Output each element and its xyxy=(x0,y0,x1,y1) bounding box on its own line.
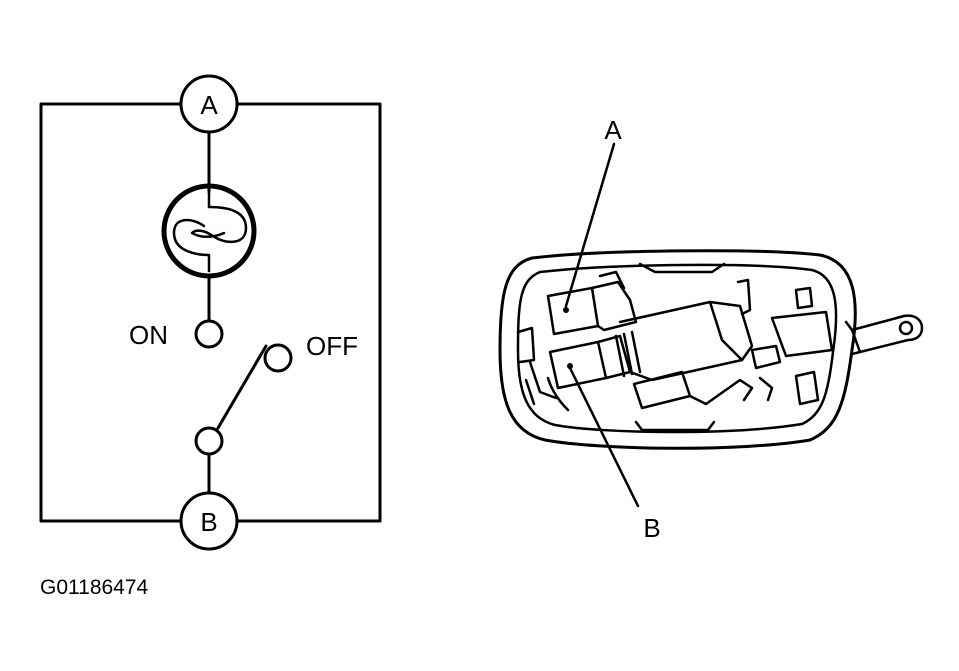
terminal-block-b xyxy=(546,334,632,412)
callout-a-leader xyxy=(564,142,616,308)
left-clip xyxy=(516,326,558,406)
switch-body xyxy=(614,300,754,410)
bottom-slot xyxy=(634,420,716,432)
callout-b-leader xyxy=(568,366,640,508)
terminal-b-symbol: B xyxy=(179,491,239,551)
figure-code: G01186474 xyxy=(40,576,149,599)
callout-a-label: A xyxy=(604,115,622,145)
off-label: OFF xyxy=(306,331,358,361)
off-contact xyxy=(263,343,293,373)
terminal-a-label: A xyxy=(200,90,218,120)
callout-a: A xyxy=(564,115,622,308)
callout-b: B xyxy=(568,366,661,543)
switch-arm xyxy=(216,344,268,430)
schematic-wire-right xyxy=(235,102,382,523)
schematic-wire-left xyxy=(39,102,183,523)
terminal-b-label: B xyxy=(200,507,217,537)
right-clip xyxy=(736,278,834,406)
switch-schematic: A ON OFF B xyxy=(39,74,382,551)
callout-b-label: B xyxy=(643,513,660,543)
housing-inner-rim xyxy=(516,263,838,434)
terminal-block-a xyxy=(546,270,638,336)
terminal-a-symbol: A xyxy=(179,74,239,134)
pivot-contact xyxy=(194,426,224,456)
bulb-icon xyxy=(161,183,257,279)
housing-outline xyxy=(498,249,857,450)
actuator-lever xyxy=(844,314,924,356)
on-label: ON xyxy=(129,320,168,350)
on-contact xyxy=(194,319,224,349)
switch-component-drawing: A B xyxy=(498,115,924,543)
top-slot xyxy=(638,262,726,274)
